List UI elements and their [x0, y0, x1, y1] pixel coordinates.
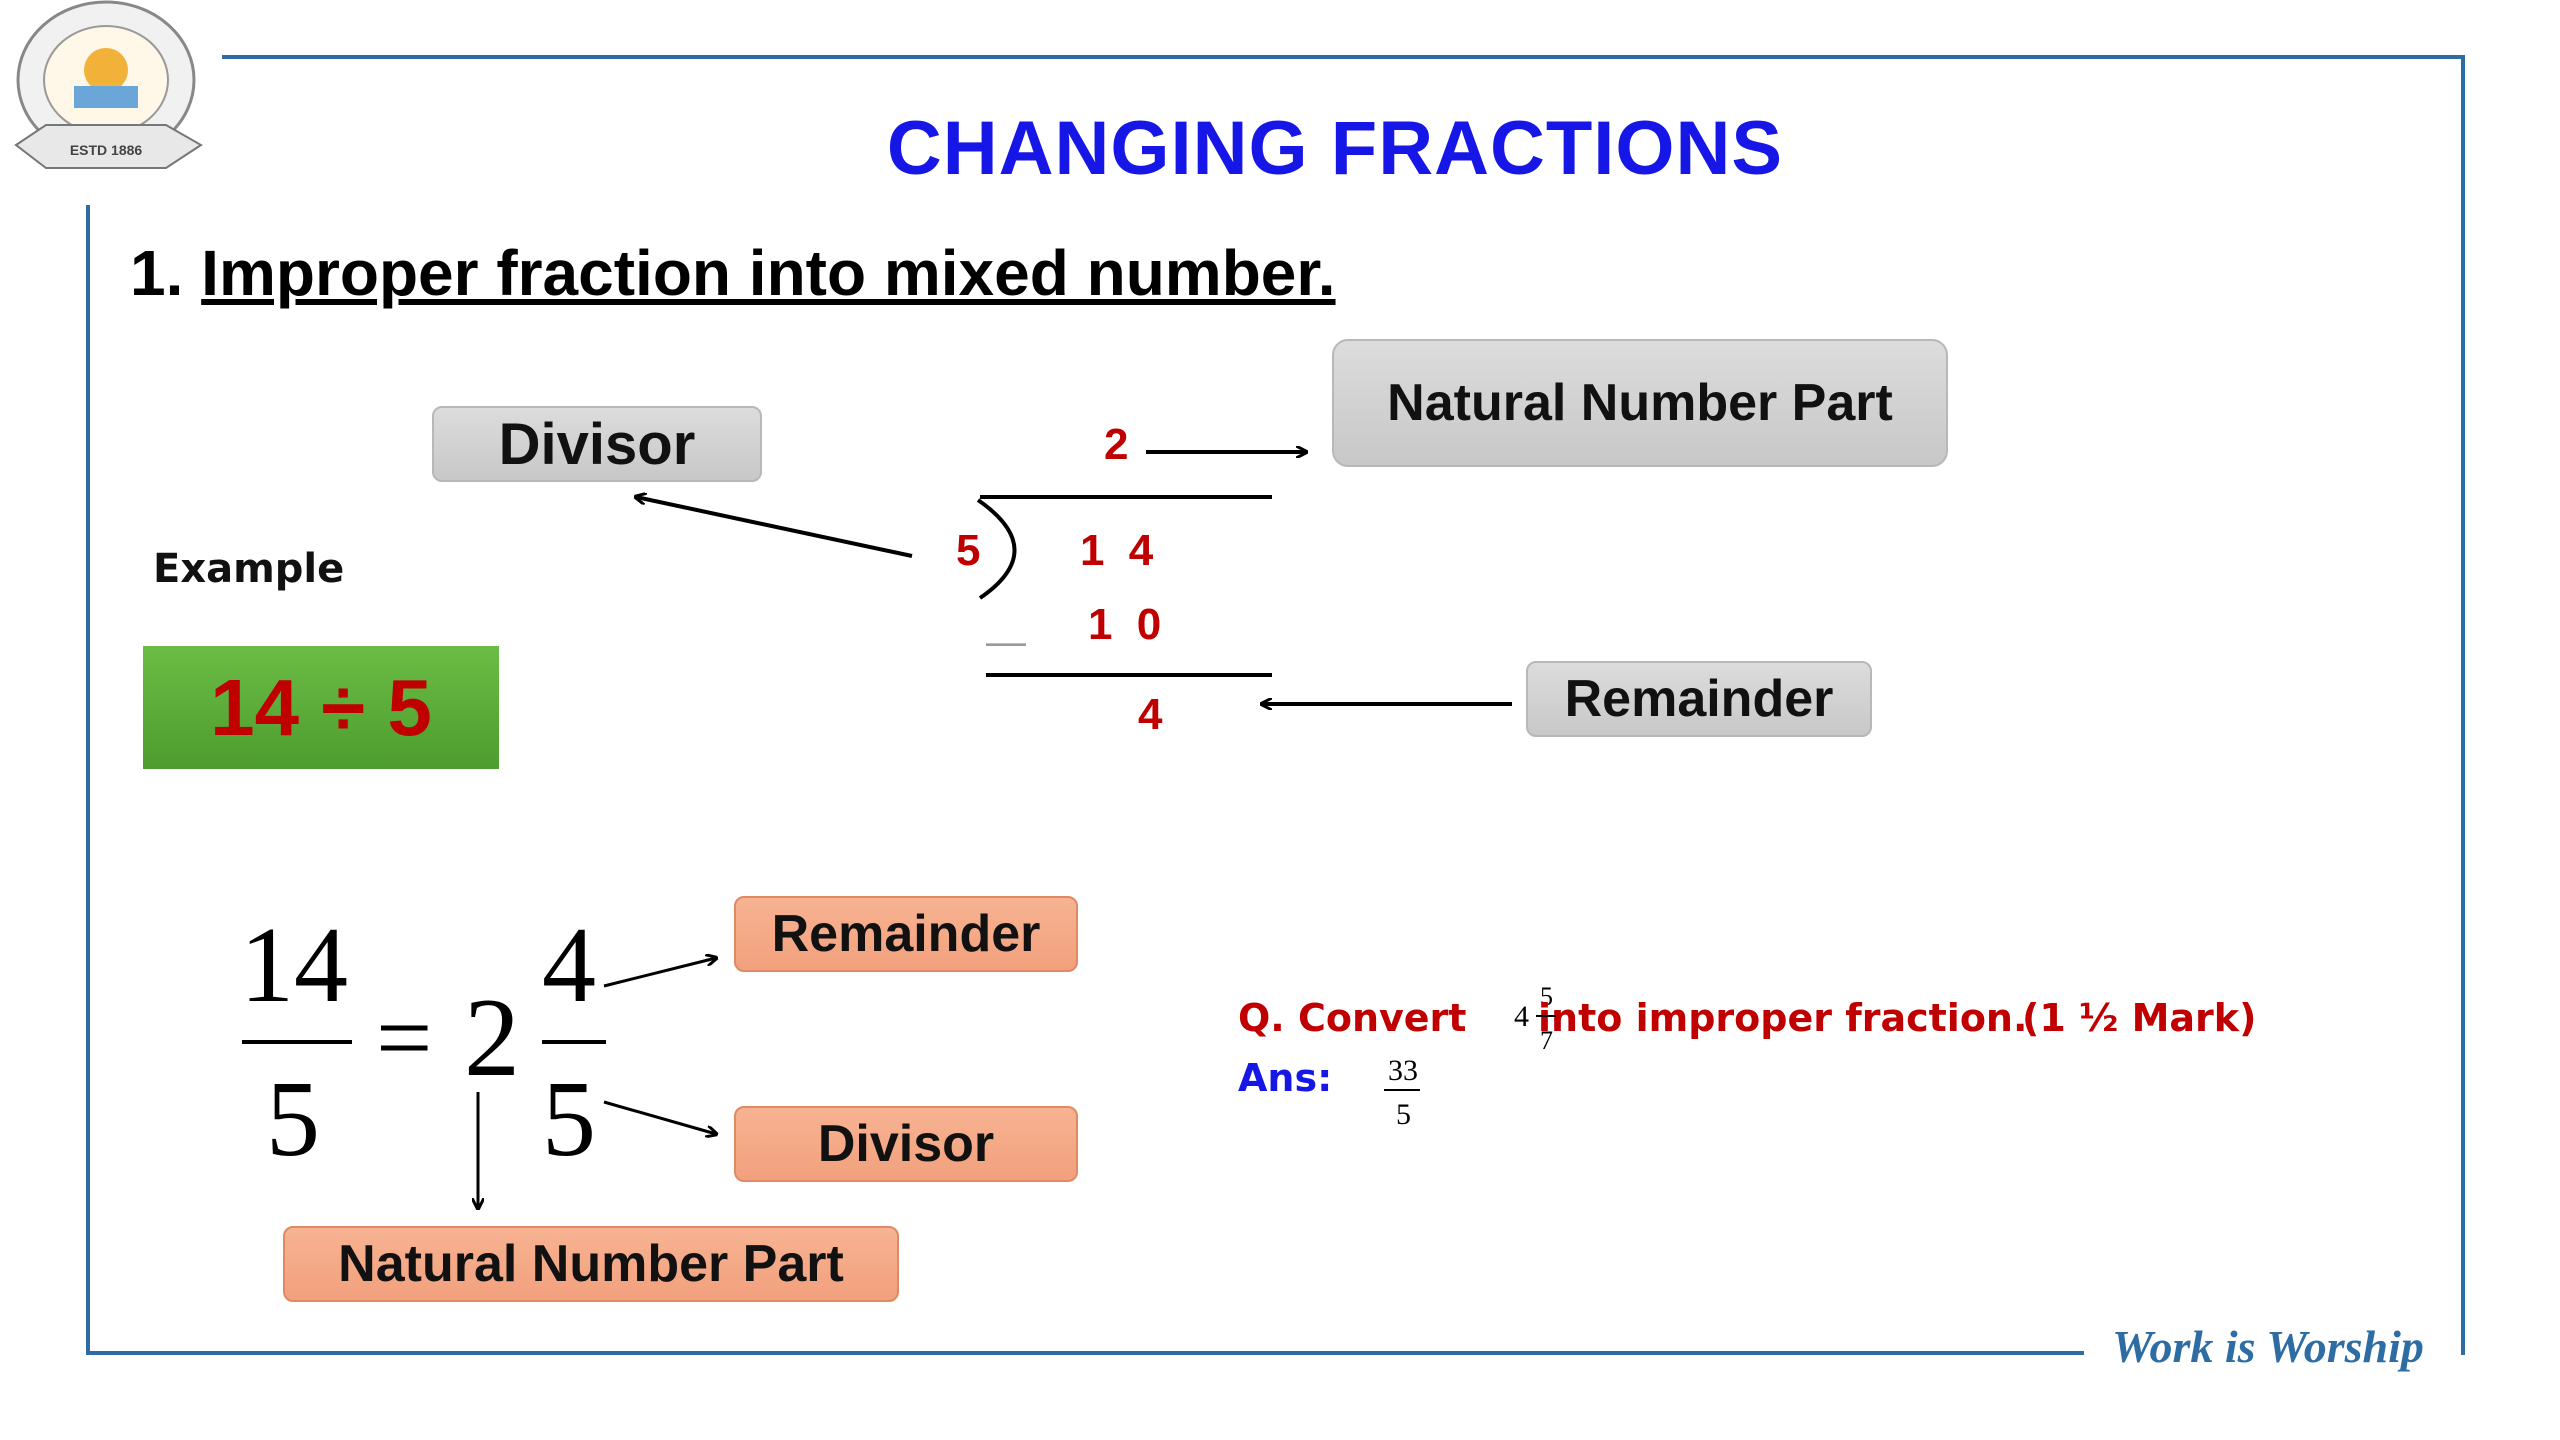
- equation-whole: 2: [464, 976, 520, 1100]
- equation-frac-numerator: 4: [542, 906, 596, 1025]
- division-remainder: 4: [1138, 690, 1163, 739]
- question-marks: (1 ½ Mark): [2022, 996, 2257, 1040]
- frame-bottom-border: [86, 1351, 2084, 1355]
- equation-denominator: 5: [266, 1060, 320, 1179]
- question-prefix: Q. Convert: [1238, 996, 1467, 1040]
- frame-left-border: [86, 205, 90, 1355]
- heading-text: Improper fraction into mixed number.: [201, 237, 1336, 309]
- divisor-label-top: Divisor: [432, 406, 762, 482]
- question-mixed-denominator: 7: [1540, 1026, 1553, 1055]
- school-logo: ESTD 1886: [14, 0, 203, 169]
- division-product: 1 0: [1088, 600, 1168, 649]
- divisor-label-bottom: Divisor: [734, 1106, 1078, 1182]
- heading-number: 1.: [130, 237, 184, 309]
- question-suffix: into improper fraction.: [1538, 996, 2028, 1040]
- division-quotient: 2: [1104, 420, 1129, 469]
- equation-numerator: 14: [240, 906, 348, 1025]
- remainder-label-bottom: Remainder: [734, 896, 1078, 972]
- question-mixed-numerator: 5: [1540, 982, 1553, 1011]
- equation-equals: =: [376, 982, 433, 1093]
- answer-numerator: 33: [1388, 1054, 1418, 1087]
- arrow-divisor: [636, 497, 913, 558]
- question-mixed-whole: 4: [1514, 1000, 1529, 1033]
- answer-label: Ans:: [1238, 1056, 1333, 1100]
- remainder-label-top: Remainder: [1526, 661, 1872, 737]
- slide-title: CHANGING FRACTIONS: [886, 106, 1784, 191]
- example-label: Example: [153, 546, 345, 592]
- frame-top-border: [222, 55, 2464, 59]
- division-dividend: 1 4: [1080, 526, 1160, 575]
- example-expression-box: 14 ÷ 5: [143, 646, 499, 769]
- frame-right-border: [2461, 55, 2465, 1355]
- natural-number-part-label-bottom: Natural Number Part: [283, 1226, 899, 1302]
- footer-motto: Work is Worship: [2112, 1321, 2424, 1372]
- logo-est-text: ESTD 1886: [70, 142, 143, 158]
- answer-denominator: 5: [1396, 1098, 1411, 1131]
- section-heading: 1. Improper fraction into mixed number.: [130, 236, 1336, 310]
- arrow-to-remainder-bottom: [603, 958, 716, 988]
- arrow-to-divisor-bottom: [603, 1100, 716, 1134]
- natural-number-part-label-top: Natural Number Part: [1332, 339, 1948, 467]
- equation-frac-denominator: 5: [542, 1060, 596, 1179]
- division-minus-sign: —: [986, 620, 1026, 664]
- division-divisor: 5: [956, 526, 981, 575]
- division-bracket: [976, 498, 1017, 600]
